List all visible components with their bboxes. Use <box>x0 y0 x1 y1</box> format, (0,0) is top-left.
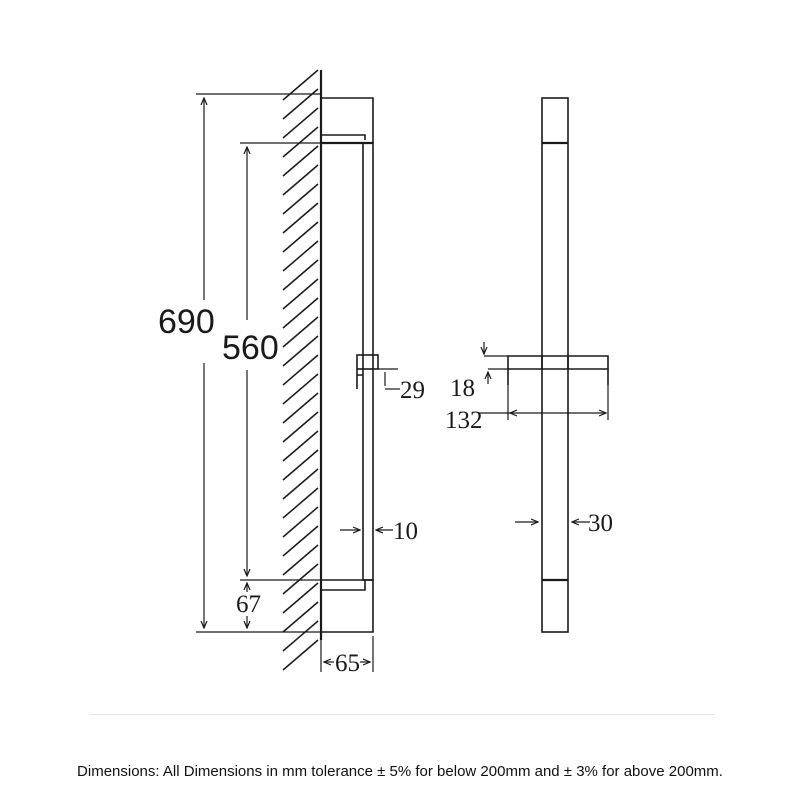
front-view <box>507 97 609 633</box>
hatch-line <box>282 69 319 101</box>
dimension-lines-front <box>478 342 609 522</box>
hatch-line <box>282 620 319 652</box>
hatch-line <box>282 468 319 500</box>
dim-rail-offset: 10 <box>393 518 418 545</box>
hatch-line <box>282 316 319 348</box>
hatch-line <box>282 525 319 557</box>
hatch-line <box>282 335 319 367</box>
top-bracket <box>321 97 374 143</box>
hatch-line <box>282 430 319 462</box>
hatch-line <box>282 411 319 443</box>
dim-rail-length: 560 <box>222 329 279 367</box>
dim-slider-height: 29 <box>400 377 425 404</box>
dim-holder-width: 132 <box>445 407 483 434</box>
hatch-line <box>282 164 319 196</box>
dimensions-caption: Dimensions: All Dimensions in mm toleran… <box>77 763 723 780</box>
hatch-line <box>282 373 319 405</box>
hatch-line <box>282 240 319 272</box>
dim-holder-step: 18 <box>450 375 475 402</box>
hatch-line <box>282 392 319 424</box>
dim-overall-height: 690 <box>158 303 215 341</box>
hatch-line <box>282 544 319 576</box>
hatch-line <box>282 582 319 614</box>
hatch-line <box>282 278 319 310</box>
hatch-line <box>282 354 319 386</box>
hatch-line <box>282 297 319 329</box>
wall-hatching <box>282 69 319 671</box>
hatch-line <box>282 449 319 481</box>
dim-rail-width: 30 <box>588 510 613 537</box>
separator-line <box>90 714 715 715</box>
hatch-line <box>282 107 319 139</box>
hatch-line <box>282 506 319 538</box>
hatch-line <box>282 639 319 671</box>
hatch-line <box>282 202 319 234</box>
hatch-line <box>282 601 319 633</box>
bottom-bracket <box>321 579 374 633</box>
dimension-lines-side <box>196 93 400 672</box>
hatch-line <box>282 259 319 291</box>
hatch-line <box>282 563 319 595</box>
hatch-line <box>282 183 319 215</box>
hatch-line <box>282 221 319 253</box>
hatch-line <box>282 487 319 519</box>
dim-wall-projection: 65 <box>335 650 360 677</box>
side-slider <box>356 354 379 370</box>
hatch-line <box>282 126 319 158</box>
front-rail <box>541 97 569 633</box>
side-rail <box>362 142 374 581</box>
front-holder <box>507 355 609 370</box>
side-view <box>282 69 379 671</box>
hatch-line <box>282 145 319 177</box>
dim-bracket-height: 67 <box>236 591 261 618</box>
